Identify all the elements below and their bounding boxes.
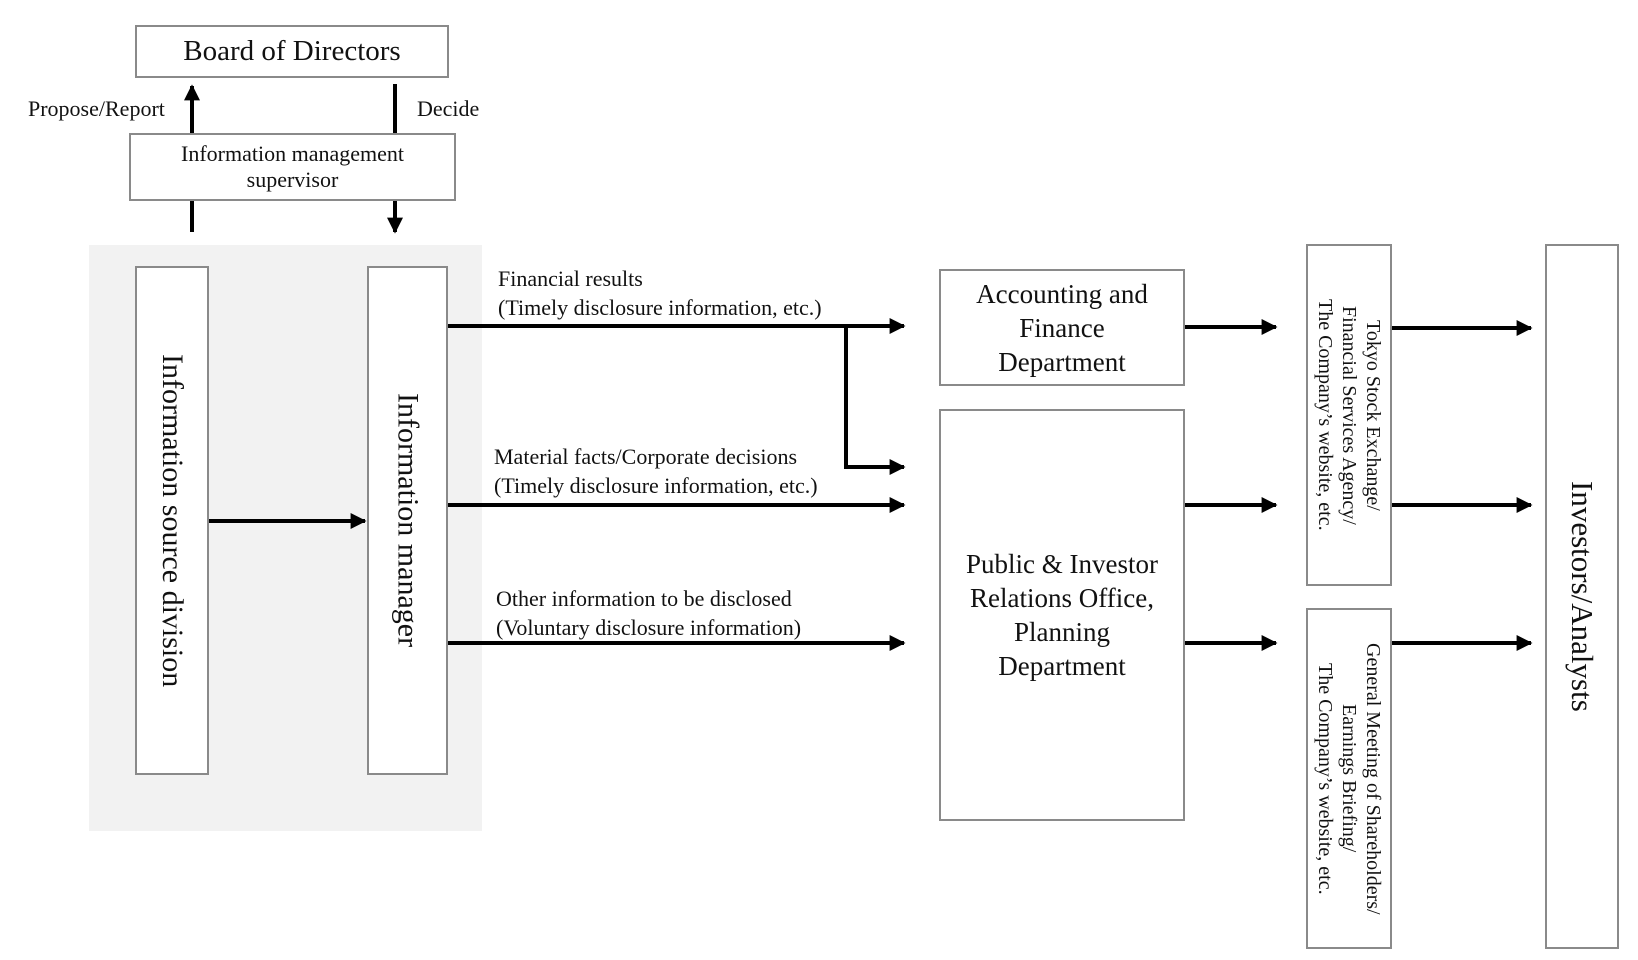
pr-office-box: Public & Investor Relations Office, Plan… xyxy=(939,409,1185,821)
flow-material-label-1: Material facts/Corporate decisions xyxy=(494,444,798,469)
voluntary-channel-box: General Meeting of Shareholders/ Earning… xyxy=(1306,608,1392,949)
voluntary-channel-label: General Meeting of Shareholders/ Earning… xyxy=(1314,642,1384,915)
financial-branch-arrow xyxy=(844,326,906,475)
timely-channel-box: Tokyo Stock Exchange/ Financial Services… xyxy=(1306,244,1392,586)
pr-office-label: Public & Investor Relations Office, Plan… xyxy=(966,549,1158,681)
flow-other-label-1: Other information to be disclosed xyxy=(496,586,792,611)
supervisor-label: Information management supervisor xyxy=(181,141,404,192)
flow-material-label-2: (Timely disclosure information, etc.) xyxy=(494,473,818,498)
flow-other-label-2: (Voluntary disclosure information) xyxy=(496,615,802,640)
supervisor-box: Information management supervisor xyxy=(129,133,456,201)
accounting-finance-box: Accounting and Finance Department xyxy=(939,269,1185,386)
investors-analysts-box: Investors/Analysts xyxy=(1545,244,1619,949)
information-manager-box: Information manager xyxy=(367,266,448,775)
accounting-finance-label: Accounting and Finance Department xyxy=(976,278,1148,377)
source-division-label: Information source division xyxy=(156,353,189,688)
board-of-directors-label: Board of Directors xyxy=(183,35,401,67)
investors-analysts-label: Investors/Analysts xyxy=(1565,481,1600,712)
information-manager-label: Information manager xyxy=(391,393,425,648)
propose-report-label: Propose/Report xyxy=(28,96,165,121)
flow-financial-label-1: Financial results xyxy=(498,266,643,291)
board-of-directors-box: Board of Directors xyxy=(135,25,449,78)
flow-financial-label-2: (Timely disclosure information, etc.) xyxy=(498,295,822,320)
timely-channel-label: Tokyo Stock Exchange/ Financial Services… xyxy=(1314,299,1384,531)
decide-label: Decide xyxy=(417,96,480,121)
source-division-box: Information source division xyxy=(135,266,209,775)
